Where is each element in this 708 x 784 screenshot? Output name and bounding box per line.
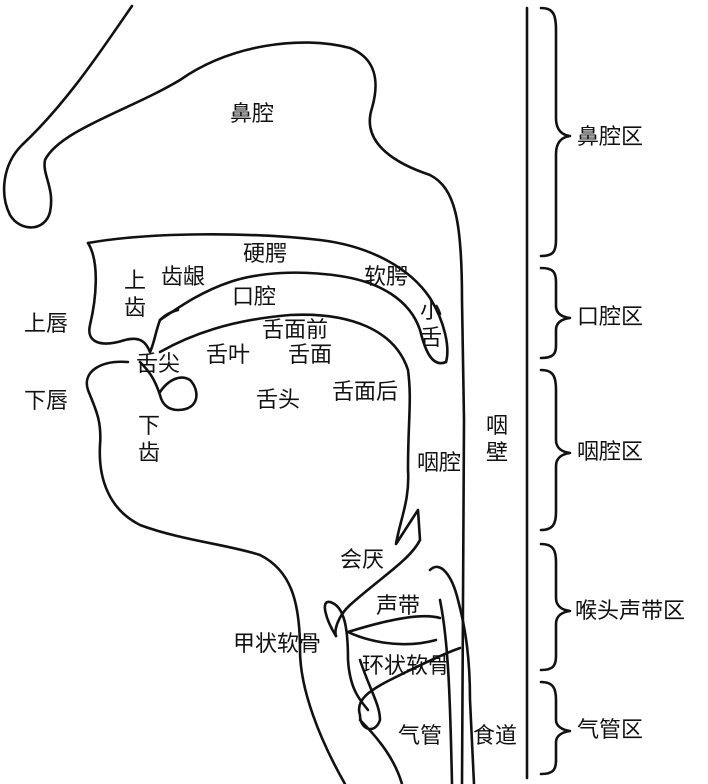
- lower-teeth: [138, 360, 198, 412]
- brace-trachea: [539, 680, 572, 776]
- region-nasal: 鼻腔区: [577, 125, 644, 150]
- label-tongue-tip: 舌尖: [136, 352, 181, 377]
- label-epiglottis: 会厌: [340, 548, 385, 573]
- region-pharyngeal: 咽腔区: [577, 440, 644, 465]
- label-tongue-front: 舌面前: [262, 318, 329, 343]
- cricoid-upper: [346, 630, 438, 646]
- label-esophagus: 食道: [473, 724, 518, 749]
- brace-larynx: [539, 542, 572, 672]
- label-hard-palate: 硬腭: [243, 242, 288, 267]
- cricoid-outline: [357, 646, 462, 731]
- label-cricoid-cartilage: 环状软骨: [362, 654, 451, 679]
- label-lower-lip: 下唇: [24, 389, 69, 414]
- label-trachea: 气管: [398, 724, 443, 749]
- label-tongue-blade: 舌叶: [206, 343, 251, 368]
- label-upper-lip: 上唇: [24, 312, 69, 337]
- brace-pharyngeal: [539, 368, 572, 532]
- brace-oral: [539, 266, 572, 360]
- label-upper-teeth: 上齿: [123, 269, 146, 321]
- esophagus-wall: [438, 598, 454, 784]
- label-tongue-back: 舌面后: [332, 380, 399, 405]
- region-oral: 口腔区: [577, 305, 644, 330]
- label-soft-palate: 软腭: [364, 265, 409, 290]
- tongue-surface: [158, 313, 422, 638]
- label-vocal-cords: 声带: [376, 594, 421, 619]
- label-uvula: 小舌: [419, 299, 442, 351]
- upper-lip-teeth: [86, 241, 180, 354]
- soft-palate-lower-contour: [158, 271, 448, 365]
- thyroid-cartilage: [323, 600, 370, 712]
- label-thyroid-cartilage: 甲状软骨: [233, 632, 322, 657]
- brace-nasal: [539, 6, 572, 258]
- label-tongue-surface: 舌面: [288, 343, 333, 368]
- label-oral-cavity: 口腔: [232, 285, 277, 310]
- label-tongue-body: 舌头: [256, 388, 301, 413]
- vocal-cord: [346, 614, 442, 634]
- region-trachea: 气管区: [577, 718, 644, 743]
- label-pharynx: 咽腔: [417, 451, 462, 476]
- label-lower-teeth: 下齿: [137, 414, 160, 466]
- region-larynx: 喉头声带区: [575, 599, 686, 624]
- label-pharyngeal-wall: 咽壁: [485, 414, 508, 466]
- nasal-cavity-outline: [2, 4, 466, 784]
- lower-lip-jaw: [85, 360, 347, 784]
- label-alveolar-ridge: 齿龈: [161, 265, 206, 290]
- trachea-wall: [358, 718, 404, 784]
- palate-upper-contour: [86, 233, 449, 364]
- arytenoid: [428, 565, 476, 784]
- label-nasal-cavity: 鼻腔: [230, 102, 275, 127]
